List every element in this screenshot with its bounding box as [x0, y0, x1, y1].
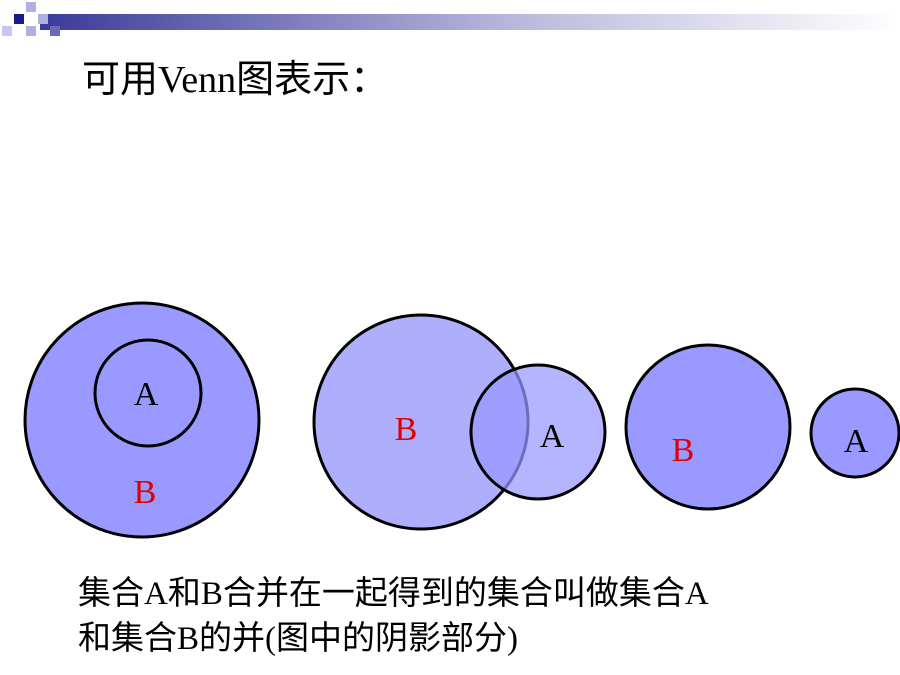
header-square-light-2 — [26, 26, 36, 36]
header-square-light-4 — [2, 26, 12, 36]
caption: 集合A和B合并在一起得到的集合叫做集合A 和集合B的并(图中的阴影部分) — [78, 572, 878, 662]
header-gradient-bar — [40, 14, 900, 30]
venn-nested: A B — [23, 301, 261, 539]
nested-inner-label: A — [134, 376, 159, 413]
header-square-dark-1 — [14, 14, 24, 24]
venn-disjoint: B A — [624, 343, 900, 511]
disjoint-circle-b — [624, 343, 792, 511]
page-title: 可用Venn图表示： — [82, 59, 389, 101]
header-square-light-1 — [26, 2, 36, 12]
nested-inner-circle-a — [93, 338, 203, 448]
overlap-circle-a — [469, 363, 607, 501]
header-square-dark-2 — [50, 26, 60, 36]
disjoint-label-a: A — [844, 423, 869, 460]
header-decoration — [2, 2, 900, 36]
venn-overlap: B A — [312, 313, 607, 531]
header-square-light-3 — [38, 14, 48, 24]
caption-line-2: 和集合B的并(图中的阴影部分) — [78, 621, 518, 657]
overlap-label-b: B — [395, 411, 418, 448]
caption-line-1: 集合A和B合并在一起得到的集合叫做集合A — [78, 576, 709, 612]
disjoint-circle-a — [809, 387, 900, 479]
nested-outer-label: B — [134, 474, 157, 511]
overlap-label-a: A — [540, 418, 565, 455]
disjoint-label-b: B — [672, 432, 695, 469]
